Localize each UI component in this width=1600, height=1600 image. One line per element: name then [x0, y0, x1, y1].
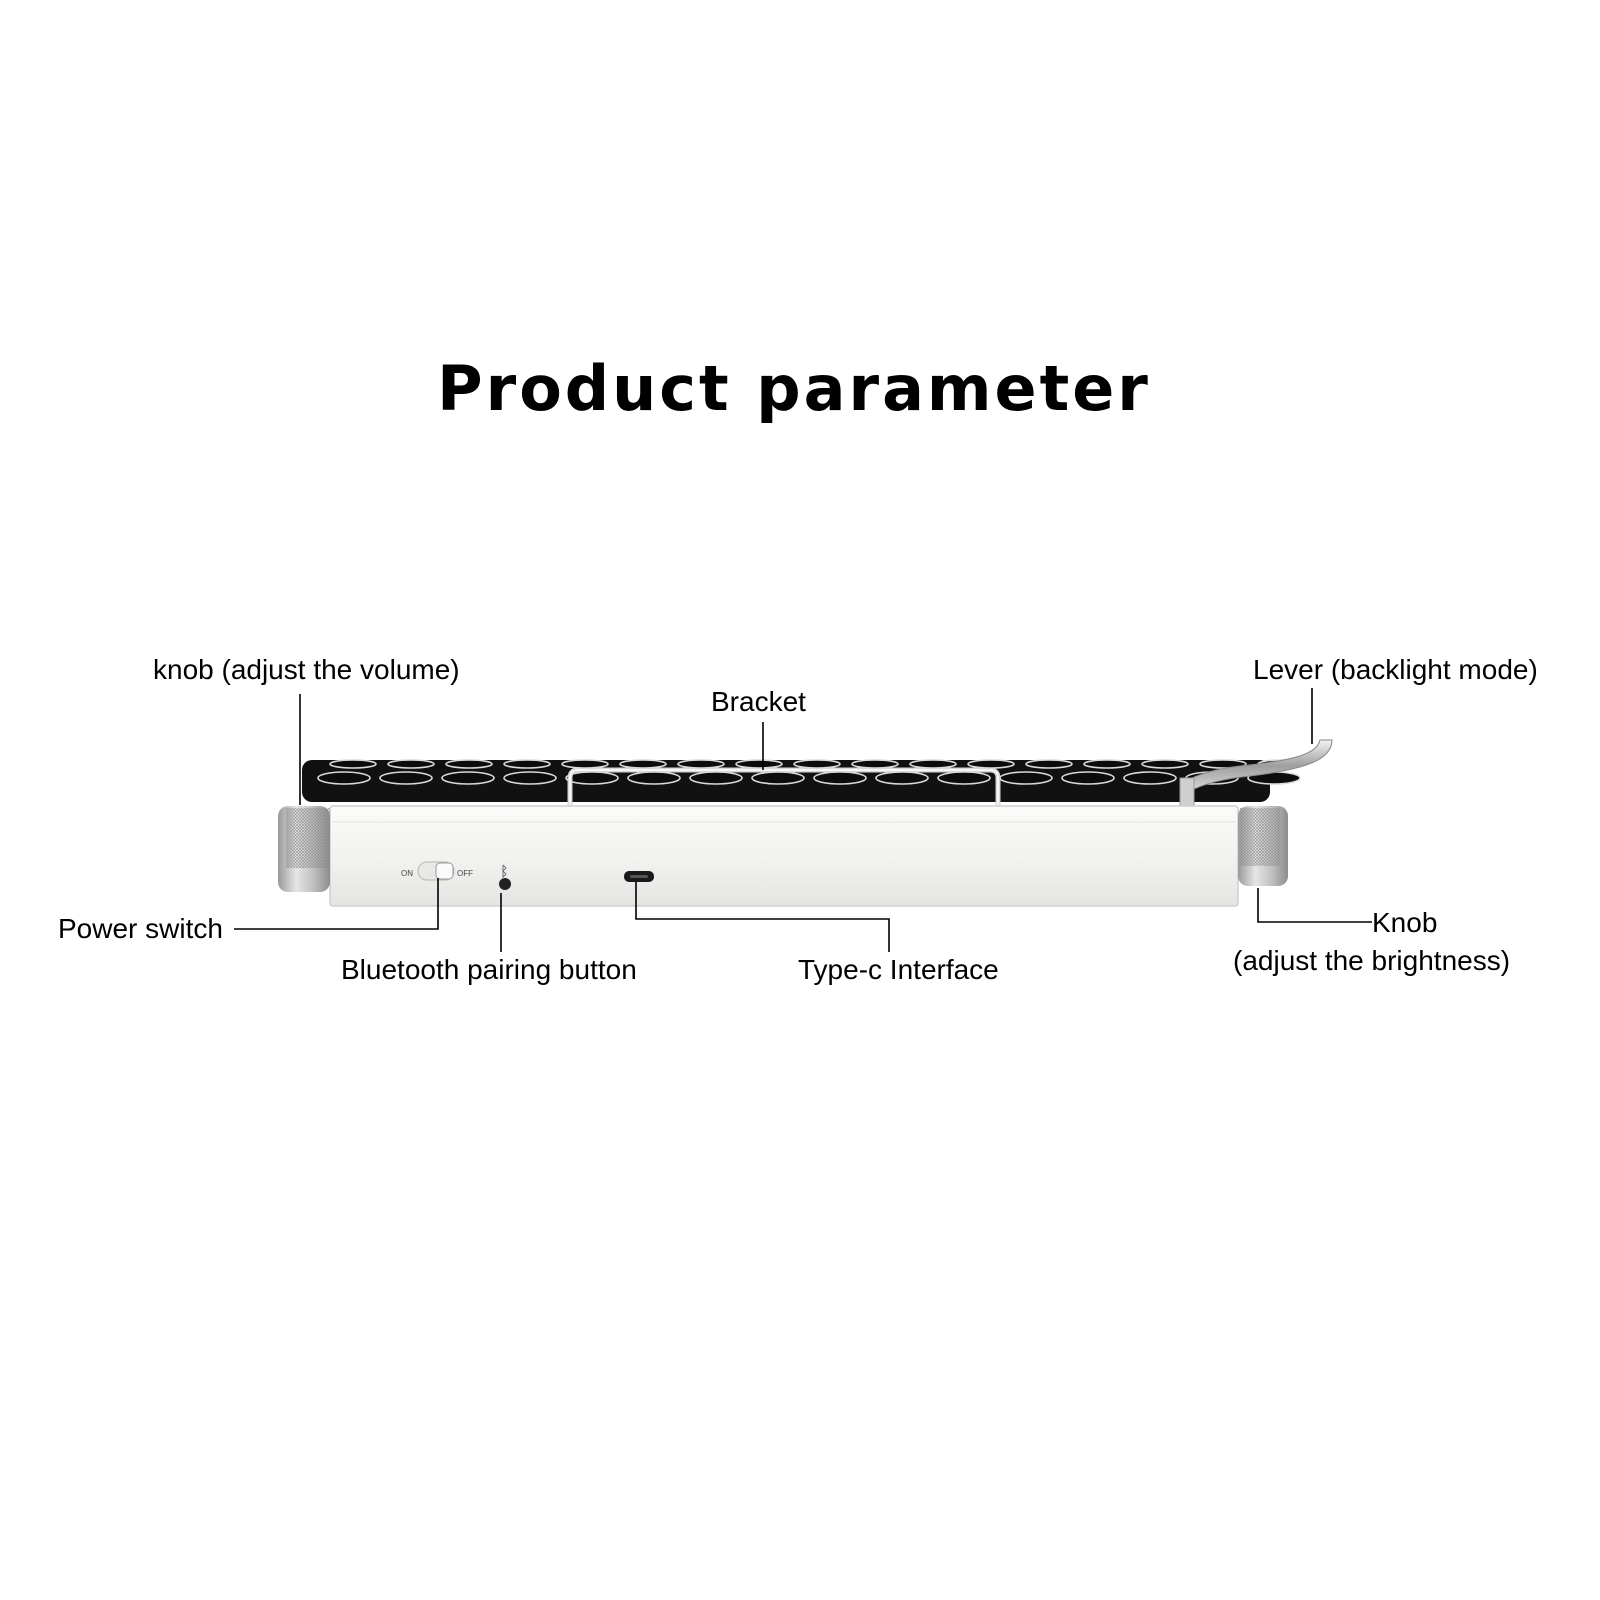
leader-lines: [234, 688, 1372, 952]
keycap-row: [302, 759, 1305, 802]
keycap: [387, 759, 435, 769]
keycap: [379, 771, 433, 785]
leader-type-c: [635, 882, 890, 952]
type-c-port: [624, 871, 654, 882]
switch-on-marking: ON: [401, 869, 413, 878]
keycap: [909, 759, 957, 769]
label-knob-brightness-line2: (adjust the brightness): [1233, 945, 1511, 976]
label-power-switch: Power switch: [58, 913, 223, 944]
label-type-c: Type-c Interface: [798, 954, 999, 985]
switch-off-marking: OFF: [457, 869, 473, 878]
label-lever: Lever (backlight mode): [1253, 654, 1538, 685]
page-title: Product parameter: [437, 352, 1151, 425]
keycap: [967, 759, 1015, 769]
label-knob-volume: knob (adjust the volume): [153, 654, 460, 685]
keycap: [503, 771, 557, 785]
keyboard-body: [329, 805, 1239, 907]
keycap: [999, 771, 1053, 785]
power-switch: ON OFF: [401, 861, 473, 881]
label-knob-brightness-line1: Knob: [1372, 907, 1438, 938]
keycap: [1025, 759, 1073, 769]
keycap: [751, 771, 805, 785]
keycap: [619, 759, 667, 769]
keycap: [813, 771, 867, 785]
keycap: [317, 771, 371, 785]
bracket-wire: [567, 767, 1001, 808]
keycap: [937, 771, 991, 785]
keycap: [441, 771, 495, 785]
keycap: [677, 759, 725, 769]
brightness-knob: [1238, 806, 1288, 886]
keycap: [1123, 771, 1177, 785]
keycap: [1061, 771, 1115, 785]
leader-knob-brightness: [1257, 888, 1372, 923]
keycap: [793, 759, 841, 769]
keycap: [445, 759, 493, 769]
keycap: [329, 759, 377, 769]
keycap: [503, 759, 551, 769]
label-bluetooth-button: Bluetooth pairing button: [341, 954, 637, 985]
bluetooth-pairing-button: [499, 864, 511, 890]
keycap: [851, 759, 899, 769]
keycap: [1199, 759, 1247, 769]
keycap: [1141, 759, 1189, 769]
keycap: [735, 759, 783, 769]
keycap: [627, 771, 681, 785]
leader-power-switch: [234, 878, 439, 930]
volume-knob: [278, 806, 330, 892]
bluetooth-icon: [502, 864, 507, 878]
label-bracket: Bracket: [711, 686, 806, 717]
keycap: [875, 771, 929, 785]
keycap: [1083, 759, 1131, 769]
keycap: [561, 759, 609, 769]
keycap: [689, 771, 743, 785]
